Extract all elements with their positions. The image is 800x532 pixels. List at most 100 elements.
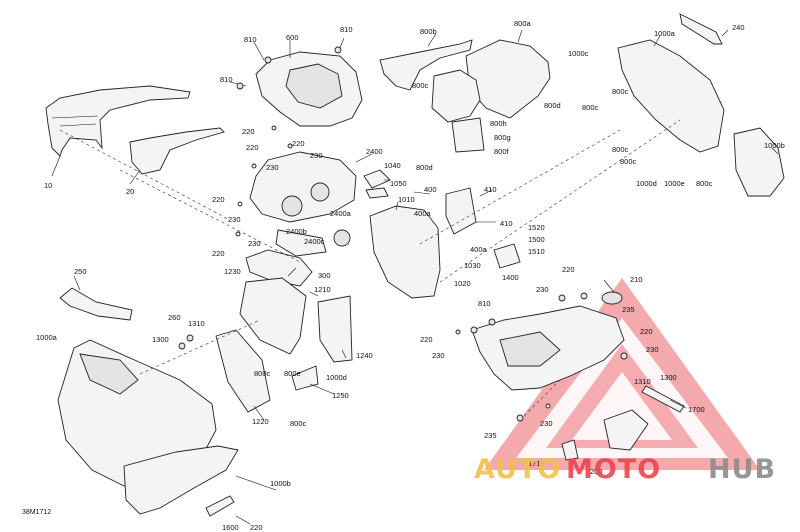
callout-1500: 1500 [528, 235, 545, 244]
callout-800c: 800c [412, 81, 429, 90]
callout-230: 230 [266, 163, 279, 172]
callout-1000b: 1000b [764, 141, 785, 150]
callout-220: 220 [420, 335, 433, 344]
callout-1300: 1300 [660, 373, 677, 382]
callout-230: 230 [536, 285, 549, 294]
part-800a-panel [465, 39, 551, 119]
callout-1510: 1510 [528, 247, 545, 256]
callout-230: 230 [248, 239, 261, 248]
part-1250-panel [291, 365, 319, 391]
part-1000b-fairing [123, 445, 239, 515]
callout-1600: 1600 [222, 523, 239, 532]
callout-800c: 800c [582, 103, 599, 112]
callout-800h: 800h [490, 119, 507, 128]
callout-1310: 1310 [634, 377, 651, 386]
watermark-logo [484, 278, 760, 470]
callout-1000b: 1000b [270, 479, 291, 488]
callout-1710: 1710 [528, 459, 545, 468]
callout-800f: 800f [494, 147, 510, 156]
part-1210-panel [239, 277, 307, 355]
part-210-cap [601, 291, 623, 305]
callout-235: 235 [484, 431, 497, 440]
part-2400-headlight [249, 151, 357, 223]
callout-220: 220 [212, 195, 225, 204]
fasteners [178, 46, 628, 422]
callout-400: 400 [424, 185, 437, 194]
watermark-brand: AUTO MOTO HUB [474, 454, 775, 485]
part-20-panel [129, 127, 225, 175]
part-1050-bracket [365, 187, 389, 199]
callout-220: 220 [212, 249, 225, 258]
callout-300: 300 [318, 271, 331, 280]
callout-220: 220 [246, 143, 259, 152]
callout-1520: 1520 [528, 223, 545, 232]
part-240-strip [679, 13, 723, 45]
callout-810: 810 [478, 299, 491, 308]
callout-230: 230 [540, 419, 553, 428]
callout-220: 220 [640, 327, 653, 336]
callout-250: 250 [74, 267, 87, 276]
callout-800d: 800d [544, 101, 561, 110]
callout-20: 20 [126, 187, 134, 196]
callout-400a: 400a [414, 209, 432, 218]
part-200-panel [603, 409, 649, 451]
part-1240-panel [317, 295, 353, 363]
callout-800g: 800g [494, 133, 511, 142]
callout-220: 220 [250, 523, 263, 532]
callout-230: 230 [310, 151, 323, 160]
callout-1310: 1310 [188, 319, 205, 328]
part-10-panel [45, 85, 191, 157]
callout-800c: 800c [290, 419, 307, 428]
watermark-moto: MOTO [566, 454, 661, 485]
callout-800d: 800d [416, 163, 433, 172]
callout-2400a: 2400a [330, 209, 352, 218]
part-1230-panel [245, 249, 313, 287]
part-250-bracket [59, 287, 133, 321]
callout-800a: 800a [514, 19, 532, 28]
callout-1020: 1020 [454, 279, 471, 288]
callout-800c: 800c [696, 179, 713, 188]
callout-800b: 800b [420, 27, 437, 36]
part-1000b-right-fairing [733, 127, 785, 197]
callout-1000e: 1000e [664, 179, 685, 188]
callout-1000c: 1000c [568, 49, 589, 58]
part-800d-panel [431, 69, 481, 123]
part-1600-strap [205, 495, 235, 517]
callout-410: 410 [484, 185, 497, 194]
part-1700-strip [641, 385, 685, 413]
callout-800e: 800e [284, 369, 301, 378]
callout-810: 810 [220, 75, 233, 84]
part-1010-cover [369, 205, 441, 299]
callout-400a: 400a [470, 245, 488, 254]
callout-1210: 1210 [314, 285, 331, 294]
part-300-bracket [275, 229, 327, 257]
part-400-bracket [445, 187, 477, 235]
callout-labels: 10 20 600 810 810 810 810 220 220 220 22… [22, 19, 785, 532]
callout-1250: 1250 [332, 391, 349, 400]
callout-1240: 1240 [356, 351, 373, 360]
part-1400-connector [493, 243, 521, 269]
callout-200: 200 [590, 467, 603, 476]
callout-2400: 2400 [366, 147, 383, 156]
callout-1040: 1040 [384, 161, 401, 170]
part-800f-bracket [451, 117, 485, 153]
callout-600: 600 [286, 33, 299, 42]
callout-1300: 1300 [152, 335, 169, 344]
callout-1400: 1400 [502, 273, 519, 282]
callout-800c: 800c [612, 145, 629, 154]
callout-220: 220 [242, 127, 255, 136]
callout-230: 230 [228, 215, 241, 224]
callout-800c: 800c [620, 157, 637, 166]
callout-800c: 800c [612, 87, 629, 96]
callout-1000a: 1000a [36, 333, 58, 342]
callout-1050: 1050 [390, 179, 407, 188]
callout-1000d: 1000d [636, 179, 657, 188]
callout-220: 220 [292, 139, 305, 148]
callout-810: 810 [244, 35, 257, 44]
part-800b-panel [379, 39, 473, 91]
callout-800c: 800c [254, 369, 271, 378]
callout-1030: 1030 [464, 261, 481, 270]
part-2400c-bulb [333, 229, 351, 247]
